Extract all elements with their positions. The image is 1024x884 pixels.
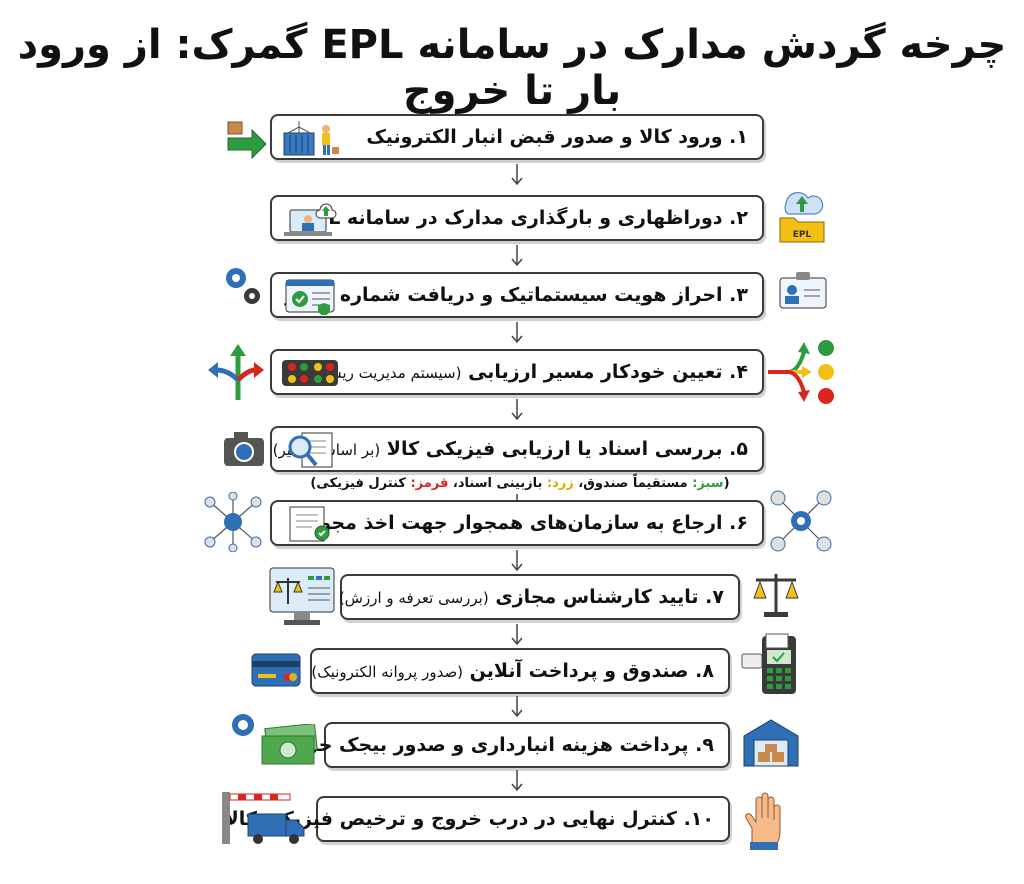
step-1-text: ۱. ورود کالا و صدور قبض انبار الکترونیک	[366, 126, 748, 148]
step-3-box: ۳. احراز هویت سیستماتیک و دریافت شماره ک…	[270, 272, 764, 318]
step-6-title: ۶. ارجاع به سازمان‌های همجوار جهت اخذ مج…	[288, 512, 748, 534]
step-4-box: ۴. تعیین خودکار مسیر ارزیابی (سیستم مدیر…	[270, 349, 764, 395]
step-4-title: ۴. تعیین خودکار مسیر ارزیابی	[468, 361, 748, 383]
step-4-subtitle: (سیستم مدیریت ریسک)	[309, 364, 462, 382]
step-6-box: ۶. ارجاع به سازمان‌های همجوار جهت اخذ مج…	[270, 500, 764, 546]
verified-document-icon	[285, 279, 335, 315]
svg-text:EPL: EPL	[793, 230, 812, 240]
legend-yellow-label: زرد:	[546, 476, 574, 491]
waving-hand-icon	[745, 792, 781, 850]
certificate-icon	[289, 506, 330, 542]
flow-arrow	[511, 322, 523, 344]
step-5-title: ۵. بررسی اسناد یا ارزیابی فیزیکی کالا	[386, 438, 748, 460]
scale-icon	[753, 574, 799, 617]
flow-arrow	[511, 770, 523, 792]
warehouse-icon	[743, 719, 799, 767]
step-1-title: ۱. ورود کالا و صدور قبض انبار الکترونیک	[366, 126, 748, 148]
step-5-text: ۵. بررسی اسناد یا ارزیابی فیزیکی کالا (ب…	[273, 438, 748, 460]
route-arrows-icon	[768, 340, 834, 404]
gears-icon	[226, 268, 260, 304]
legend-yellow-text: بازبینی اسناد،	[448, 476, 547, 491]
legend-green-text: مستقیماً صندوق،	[573, 476, 693, 491]
step-9-box: ۹. پرداخت هزینه انبارداری و صدور بیجک خر…	[281, 722, 730, 768]
gear-icon	[232, 714, 254, 736]
step-4-text: ۴. تعیین خودکار مسیر ارزیابی (سیستم مدیر…	[310, 361, 748, 383]
network-icon	[770, 490, 832, 552]
step-9-title: ۹. پرداخت هزینه انبارداری و صدور بیجک خر…	[281, 734, 714, 756]
route-legend-note: (سبز: مستقیماً صندوق، زرد: بازبینی اسناد…	[310, 476, 730, 491]
split-arrows-icon	[208, 344, 264, 400]
step-2-title: ۲. دوراظهاری و بارگذاری مدارک در سامانه …	[301, 207, 748, 229]
step-7-text: ۷. تایید کارشناس مجازی (بررسی تعرفه و ار…	[339, 586, 724, 608]
step-3-text: ۳. احراز هویت سیستماتیک و دریافت شماره ک…	[285, 284, 748, 306]
banknotes-icon	[261, 724, 318, 765]
legend-red-text: کنترل فیزیکی	[316, 476, 411, 491]
step-2-text: ۲. دوراظهاری و بارگذاری مدارک در سامانه …	[301, 207, 748, 229]
step-8-subtitle: (صدور پروانه الکترونیک)	[311, 663, 464, 681]
step-7-title: ۷. تایید کارشناس مجازی	[495, 586, 724, 608]
step-9-text: ۹. پرداخت هزینه انبارداری و صدور بیجک خر…	[281, 734, 714, 756]
arrow-right-icon	[227, 121, 267, 160]
magnifier-document-icon	[288, 432, 333, 468]
flow-arrow	[511, 624, 523, 646]
computer-scale-icon	[269, 567, 335, 625]
laptop-upload-icon	[284, 203, 337, 236]
flow-arrow	[511, 399, 523, 421]
epl-folder-icon: EPL	[779, 192, 825, 243]
step-6-text: ۶. ارجاع به سازمان‌های همجوار جهت اخذ مج…	[288, 512, 748, 534]
pos-terminal-icon	[741, 633, 796, 694]
step-8-text: ۸. صندوق و پرداخت آنلاین (صدور پروانه ال…	[311, 660, 714, 682]
traffic-light-icon	[282, 360, 338, 386]
step-10-text: ۱۰. کنترل نهایی در درب خروج و ترخیص فیزی…	[225, 808, 714, 830]
flow-arrow	[511, 550, 523, 572]
step-10-box: ۱۰. کنترل نهایی در درب خروج و ترخیص فیزی…	[225, 796, 730, 842]
flow-arrow	[511, 164, 523, 186]
step-3-title: ۳. احراز هویت سیستماتیک و دریافت شماره ک…	[285, 284, 748, 306]
flow-arrow	[511, 696, 523, 718]
container-crane-icon	[283, 121, 339, 156]
network-icon	[204, 492, 262, 552]
step-1-box: ۱. ورود کالا و صدور قبض انبار الکترونیک	[270, 114, 764, 160]
step-5-box: ۵. بررسی اسناد یا ارزیابی فیزیکی کالا (ب…	[270, 426, 764, 472]
step-7-box: ۷. تایید کارشناس مجازی (بررسی تعرفه و ار…	[339, 574, 740, 620]
id-card-icon	[779, 272, 827, 309]
credit-card-icon	[251, 653, 301, 687]
flow-arrow	[511, 245, 523, 267]
camera-icon	[224, 432, 264, 466]
step-8-box: ۸. صندوق و پرداخت آنلاین (صدور پروانه ال…	[310, 648, 730, 694]
truck-barrier-icon	[222, 792, 305, 844]
step-7-subtitle: (بررسی تعرفه و ارزش)	[338, 589, 489, 607]
step-2-box: ۲. دوراظهاری و بارگذاری مدارک در سامانه …	[270, 195, 764, 241]
legend-green-label: سبز:	[692, 476, 724, 491]
step-8-title: ۸. صندوق و پرداخت آنلاین	[469, 660, 714, 682]
page-title: چرخه گردش مدارک در سامانه EPL گمرک: از و…	[17, 22, 1007, 114]
legend-red-label: قرمز:	[410, 476, 449, 491]
step-10-title: ۱۰. کنترل نهایی در درب خروج و ترخیص فیزی…	[224, 808, 714, 830]
